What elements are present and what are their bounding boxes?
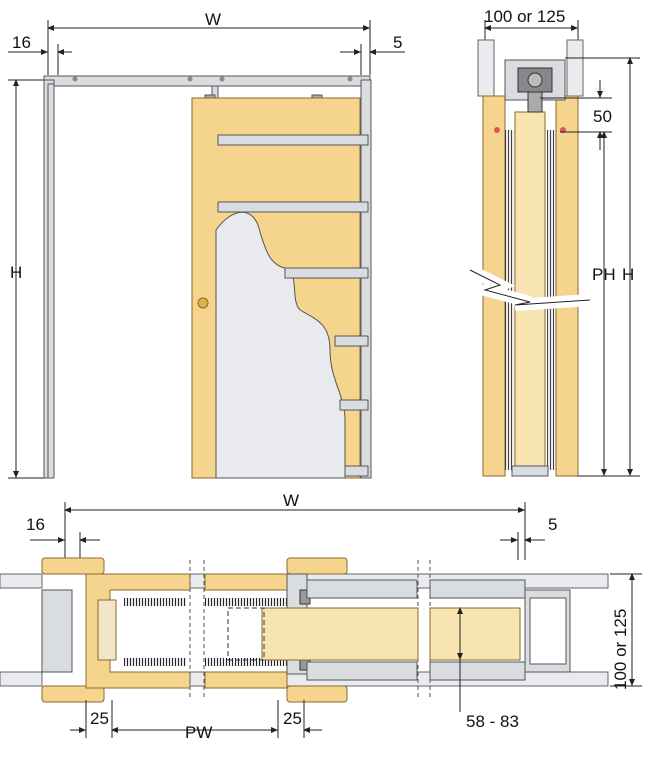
plan-5-dimension: 5 — [500, 515, 557, 560]
sec-ph-label: PH — [592, 265, 616, 284]
elev-16-dimension: 16 — [8, 33, 72, 75]
plan-thickness-dimension: 100 or 125 — [610, 573, 642, 690]
plan-16-label: 16 — [26, 515, 45, 534]
plan-thickness-label: 100 or 125 — [611, 609, 630, 690]
door-cutaway — [215, 211, 346, 479]
plan-58-83-label: 58 - 83 — [466, 712, 519, 731]
door-leaf — [191, 97, 369, 479]
plan-w-label: W — [283, 491, 299, 510]
elev-5-label: 5 — [393, 33, 402, 52]
elev-w-label: W — [205, 10, 221, 29]
plan-pw-dimension: 25 PW 25 — [70, 700, 322, 742]
sec-50-dimension: 50 — [540, 80, 612, 150]
sec-h-dimension: H — [565, 57, 640, 477]
plan-pw-label: PW — [185, 723, 212, 742]
door-pull-icon — [197, 297, 209, 309]
elev-5-dimension: 5 — [340, 33, 405, 75]
plan-25-right-label: 25 — [283, 709, 302, 728]
plan-section: W 16 5 — [0, 491, 642, 742]
sec-thickness-label: 100 or 125 — [484, 7, 565, 26]
elev-16-label: 16 — [12, 33, 31, 52]
plan-58-83-dimension: 58 - 83 — [457, 607, 519, 731]
elev-w-dimension: W — [47, 10, 371, 75]
elev-h-dimension: H — [8, 79, 44, 479]
plan-25-left-label: 25 — [90, 709, 109, 728]
front-elevation: W 16 5 H — [8, 10, 405, 479]
vertical-section: 100 or 125 50 — [464, 7, 640, 477]
top-track — [494, 59, 566, 133]
sec-50-label: 50 — [593, 107, 612, 126]
plan-door-leaf — [261, 607, 419, 661]
plan-16-dimension: 16 — [26, 515, 100, 560]
plan-5-label: 5 — [548, 515, 557, 534]
plan-w-dimension: W — [64, 491, 526, 560]
sec-ph-dimension: PH — [592, 131, 616, 476]
sec-h-label: H — [622, 265, 634, 284]
elev-h-label: H — [10, 263, 22, 282]
